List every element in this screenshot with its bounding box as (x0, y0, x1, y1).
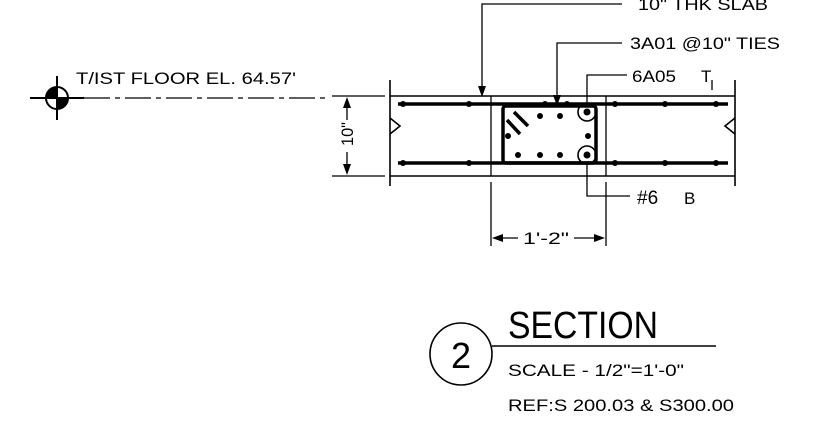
bottom-bars-leader (586, 164, 630, 197)
rebar-dot (557, 152, 563, 158)
slab-callout-label: 10" THK SLAB (638, 0, 768, 14)
rebar-dot (466, 160, 472, 166)
rebar-dot (557, 113, 563, 119)
bottom-bars-callout-label: #6 (637, 188, 658, 209)
ties-leader-arrow-icon (553, 95, 561, 106)
break-line-right (723, 117, 736, 135)
bottom-bars-suffix-label: B (684, 189, 695, 208)
section-title: SECTION (508, 305, 658, 347)
rebar-dot (713, 160, 719, 166)
slab-leader-arrow-icon (478, 86, 486, 97)
rebar-dot (515, 152, 521, 158)
section-number-bubble (429, 322, 493, 386)
dim-arrow-up-icon (343, 97, 351, 108)
top-corner-bar-circle (577, 102, 597, 122)
elevation-target-fill (46, 87, 68, 109)
rebar-dot (585, 133, 591, 139)
top-bars-callout-label: 6A05 (632, 67, 676, 86)
rebar-dot (466, 101, 472, 107)
section-title-block: 2 SECTION SCALE - 1/2"=1'-0" REF:S 200.0… (429, 305, 734, 415)
rebar-dot (537, 113, 543, 119)
dim-arrow-right-icon (594, 234, 605, 242)
section-reference: REF:S 200.03 & S300.00 (508, 396, 734, 415)
slab-thickness-label: 10" (338, 122, 357, 146)
rebar-dot (537, 152, 543, 158)
elevation-label: T/IST FLOOR EL. 64.57' (76, 69, 296, 88)
tie-hook-1 (505, 118, 522, 136)
slab-leader (481, 3, 622, 90)
dim-arrow-left-icon (492, 234, 503, 242)
slab-thickness-arrows (343, 97, 351, 175)
beam-width-label: 1'-2" (523, 229, 569, 248)
top-bars-leader (586, 74, 627, 102)
rebar-dot (400, 101, 406, 107)
rebar-dot (542, 101, 548, 107)
rebar-dot (583, 151, 591, 159)
section-scale: SCALE - 1/2"=1'-0" (508, 361, 684, 380)
ties-callout-label: 3A01 @10" TIES (630, 34, 780, 53)
rebar-dot (400, 160, 406, 166)
rebar-dot (612, 160, 618, 166)
ties-leader (556, 42, 622, 99)
rebar-dot (713, 101, 719, 107)
elevation-marker: T/IST FLOOR EL. 64.57' (30, 69, 330, 120)
beam-width-arrows (492, 234, 605, 242)
section-number: 2 (451, 335, 471, 376)
break-line-left (389, 117, 402, 135)
rebar-dots (400, 101, 719, 166)
leader-arrowheads (478, 86, 561, 106)
rebar-dot (564, 101, 570, 107)
rebar-dot (662, 101, 668, 107)
slab-thickness-dimension (332, 95, 385, 177)
top-bars-suffix-label: T (701, 67, 711, 86)
rebar-dot (583, 108, 591, 116)
slab-section (389, 80, 736, 186)
leaders (481, 3, 713, 197)
dim-arrow-down-icon (343, 164, 351, 175)
tie-hook-2 (512, 110, 530, 128)
rebar-dot (505, 133, 511, 139)
rebar-dot (612, 101, 618, 107)
rebar-dot (662, 160, 668, 166)
